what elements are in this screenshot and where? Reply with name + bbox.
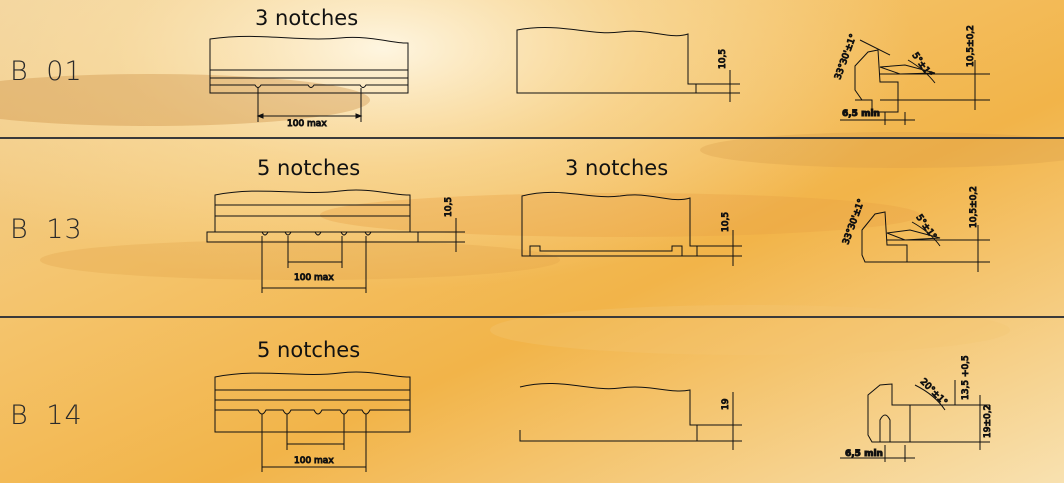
row3-min-width: 6,5 min xyxy=(845,449,883,459)
row2-left-notches-label: 5 notches xyxy=(257,156,361,180)
row3-left-notches-label: 5 notches xyxy=(257,338,361,362)
row-code-b14: B 14 xyxy=(10,400,83,431)
row1-height-tol: 10,5±0,2 xyxy=(966,25,976,67)
row2-left-dimension: 100 max xyxy=(294,273,334,283)
row3-right-section-drawing: 20°±1° 13,5 +0,5 19±0,2 6,5 min xyxy=(840,355,994,462)
row2-mid-height: 10,5 xyxy=(721,212,731,232)
row-code-b01: B 01 xyxy=(10,56,83,87)
row2-left-terminal-drawing: 10,5 100 max xyxy=(206,189,465,293)
row2-angle-right: 5°±1° xyxy=(914,213,938,242)
row2-angle-left: 33°30'±1° xyxy=(841,198,867,246)
row-divider xyxy=(0,137,1064,139)
row2-mid-profile-drawing: 10,5 xyxy=(521,191,742,266)
row3-mid-height: 19 xyxy=(721,398,731,410)
row-divider xyxy=(0,316,1064,318)
row2-left-height: 10,5 xyxy=(444,197,454,217)
row3-mid-profile-drawing: 19 xyxy=(519,383,742,450)
row3-height-tol: 13,5 +0,5 xyxy=(961,355,971,400)
row1-left-notches-label: 3 notches xyxy=(255,6,359,30)
row3-angle-right: 20°±1° xyxy=(918,377,949,408)
row3-height-tol2: 19±0,2 xyxy=(983,405,993,438)
row1-left-dimension: 100 max xyxy=(287,119,327,129)
row1-min-width: 6,5 min xyxy=(842,109,880,119)
row2-right-section-drawing: 33°30'±1° 5°±1° 10,5±0,2 xyxy=(841,186,990,272)
row1-angle-right: 5°±1° xyxy=(910,51,934,80)
row-code-b13: B 13 xyxy=(10,214,83,245)
row1-mid-height: 10,5 xyxy=(718,49,728,69)
row3-left-terminal-drawing: 100 max xyxy=(214,371,411,472)
row2-mid-notches-label: 3 notches xyxy=(565,156,669,180)
row1-mid-profile-drawing: 10,5 xyxy=(516,27,740,102)
row1-left-terminal-drawing: 100 max xyxy=(209,35,409,130)
row2-height-tol: 10,5±0,2 xyxy=(969,186,979,228)
row1-right-section-drawing: 33°30'±1° 5°±1° 10,5±0,2 6,5 min xyxy=(833,25,990,125)
row3-left-dimension: 100 max xyxy=(294,456,334,466)
